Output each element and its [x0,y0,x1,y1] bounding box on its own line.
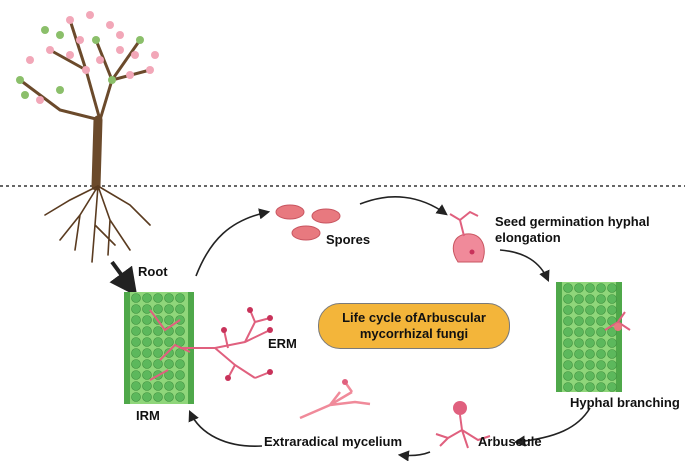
center-title-line1: Life cycle ofArbuscular [342,310,486,325]
root-segment-right [556,282,631,392]
erm-hyphae [180,307,273,381]
label-spores: Spores [326,232,371,247]
arrow-spores-to-germination [359,196,448,216]
label-arbuscule: Arbuscule [478,434,542,449]
arrow-germination-to-branching [499,249,550,283]
arrow-branching-to-arbuscule [513,407,591,447]
tree-illustration [16,11,159,263]
spores-illustration [275,204,341,241]
root-arrow [109,260,138,297]
label-extraradical-mycelium: Extraradical mycelium [264,434,403,449]
extraradical-mycelium-illustration [299,379,371,420]
label-germination-line1: Seed germination hyphal [495,214,650,229]
germinating-spore-illustration [449,210,485,263]
arrow-mycelium-to-irm [188,409,263,447]
label-germination-line2: elongation [495,230,561,245]
arbuscule-illustration [435,401,491,449]
arrow-arbuscule-to-mycelium [397,450,431,461]
center-title-line2: mycorrhizal fungi [359,326,469,341]
label-irm: IRM [136,408,160,423]
arrow-root-to-spores [195,208,271,277]
label-root: Root [138,264,168,279]
label-erm: ERM [268,336,297,351]
label-hyphal-branching: Hyphal branching [570,395,680,410]
center-title-pill: Life cycle ofArbuscular mycorrhizal fung… [318,303,510,349]
